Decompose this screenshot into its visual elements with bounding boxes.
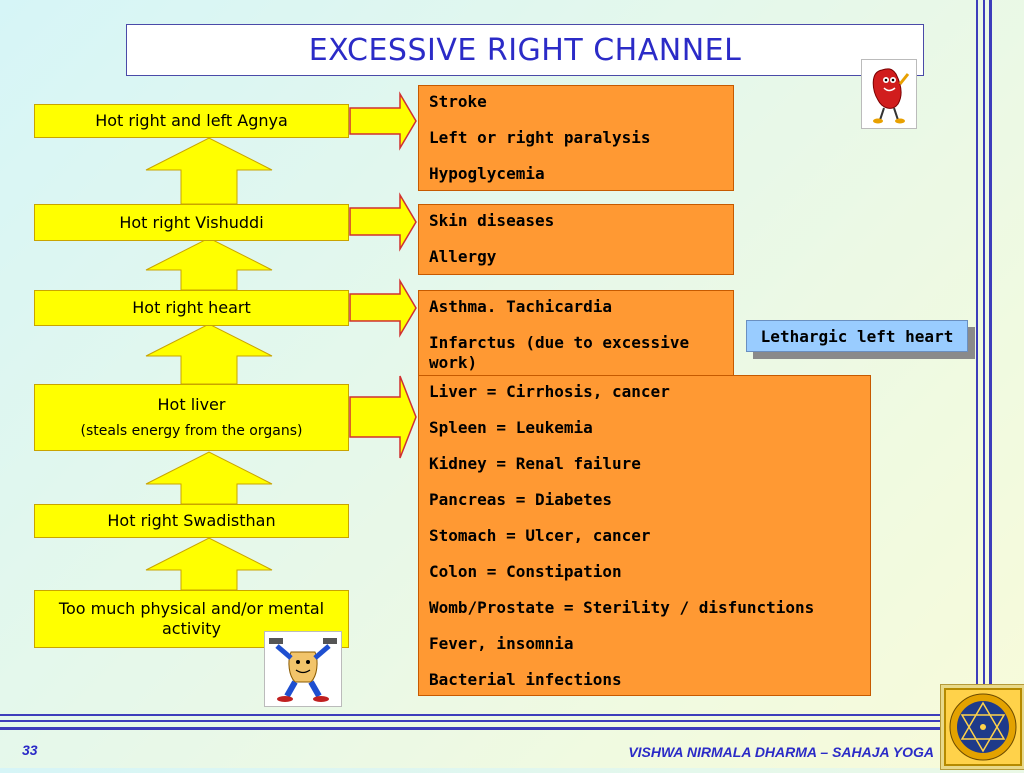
effect-item: Skin diseases: [429, 211, 555, 230]
effect-item: Colon = Constipation: [429, 562, 622, 581]
effect-item: Left or right paralysis: [429, 128, 651, 147]
node-agnya-label: Hot right and left Agnya: [95, 111, 288, 130]
effect-item: Infarctus (due to excessive work): [429, 333, 690, 372]
effect-item: Stomach = Ulcer, cancer: [429, 526, 651, 545]
up-arrow-5: [145, 537, 273, 591]
up-arrow-4: [145, 451, 273, 505]
strongman-character-icon: [264, 631, 342, 707]
effects-heart: Asthma. Tachicardia Infarctus (due to ex…: [418, 290, 734, 376]
effect-item: Womb/Prostate = Sterility / disfunctions: [429, 598, 815, 617]
footer-line-2: [0, 720, 1024, 722]
node-heart-label: Hot right heart: [132, 298, 251, 317]
footer-line-3: [0, 727, 1024, 730]
node-liver-sublabel: (steals energy from the organs): [80, 422, 303, 439]
up-arrow-3: [145, 323, 273, 385]
node-swadisthan-label: Hot right Swadisthan: [107, 511, 276, 530]
node-activity-label: Too much physical and/or mental activity: [58, 599, 325, 638]
effect-item: Asthma. Tachicardia: [429, 297, 613, 316]
side-note-lethargic-left-heart: Lethargic left heart: [746, 320, 968, 352]
node-agnya: Hot right and left Agnya: [34, 104, 349, 138]
effect-item: Allergy: [429, 247, 497, 266]
page-title: EXCESSIVE RIGHT CHANNEL: [126, 24, 924, 76]
node-liver-label: Hot liver: [157, 394, 226, 414]
effect-item: Spleen = Leukemia: [429, 418, 593, 437]
node-swadisthan: Hot right Swadisthan: [34, 504, 349, 538]
up-arrow-1: [145, 137, 273, 205]
liver-character-icon: [861, 59, 917, 129]
node-vishuddi: Hot right Vishuddi: [34, 204, 349, 241]
effect-item: Bacterial infections: [429, 670, 622, 689]
effect-item: Kidney = Renal failure: [429, 454, 641, 473]
effect-item: Hypoglycemia: [429, 164, 545, 183]
effect-item: Liver = Cirrhosis, cancer: [429, 382, 670, 401]
effect-item: Fever, insomnia: [429, 634, 574, 653]
effects-vishuddi: Skin diseases Allergy: [418, 204, 734, 275]
effects-agnya: Stroke Left or right paralysis Hypoglyce…: [418, 85, 734, 191]
footer-text: VISHWA NIRMALA DHARMA – SAHAJA YOGA: [628, 744, 934, 760]
node-liver: Hot liver (steals energy from the organs…: [34, 384, 349, 451]
right-border-line-2: [983, 0, 985, 768]
node-heart: Hot right heart: [34, 290, 349, 326]
right-border-line-3: [989, 0, 992, 768]
effect-item: Pancreas = Diabetes: [429, 490, 613, 509]
up-arrow-2: [145, 237, 273, 291]
slide-number: 33: [22, 742, 38, 758]
right-arrow-heart: [349, 278, 417, 338]
footer-line-1: [0, 714, 1024, 716]
effects-liver: Liver = Cirrhosis, cancer Spleen = Leuke…: [418, 375, 871, 696]
right-arrow-agnya: [349, 91, 417, 151]
node-vishuddi-label: Hot right Vishuddi: [119, 212, 264, 232]
right-border-line-1: [976, 0, 978, 768]
right-arrow-vishuddi: [349, 192, 417, 252]
yantra-emblem-icon: [940, 684, 1024, 770]
effect-item: Stroke: [429, 92, 487, 111]
right-arrow-liver: [349, 375, 417, 459]
